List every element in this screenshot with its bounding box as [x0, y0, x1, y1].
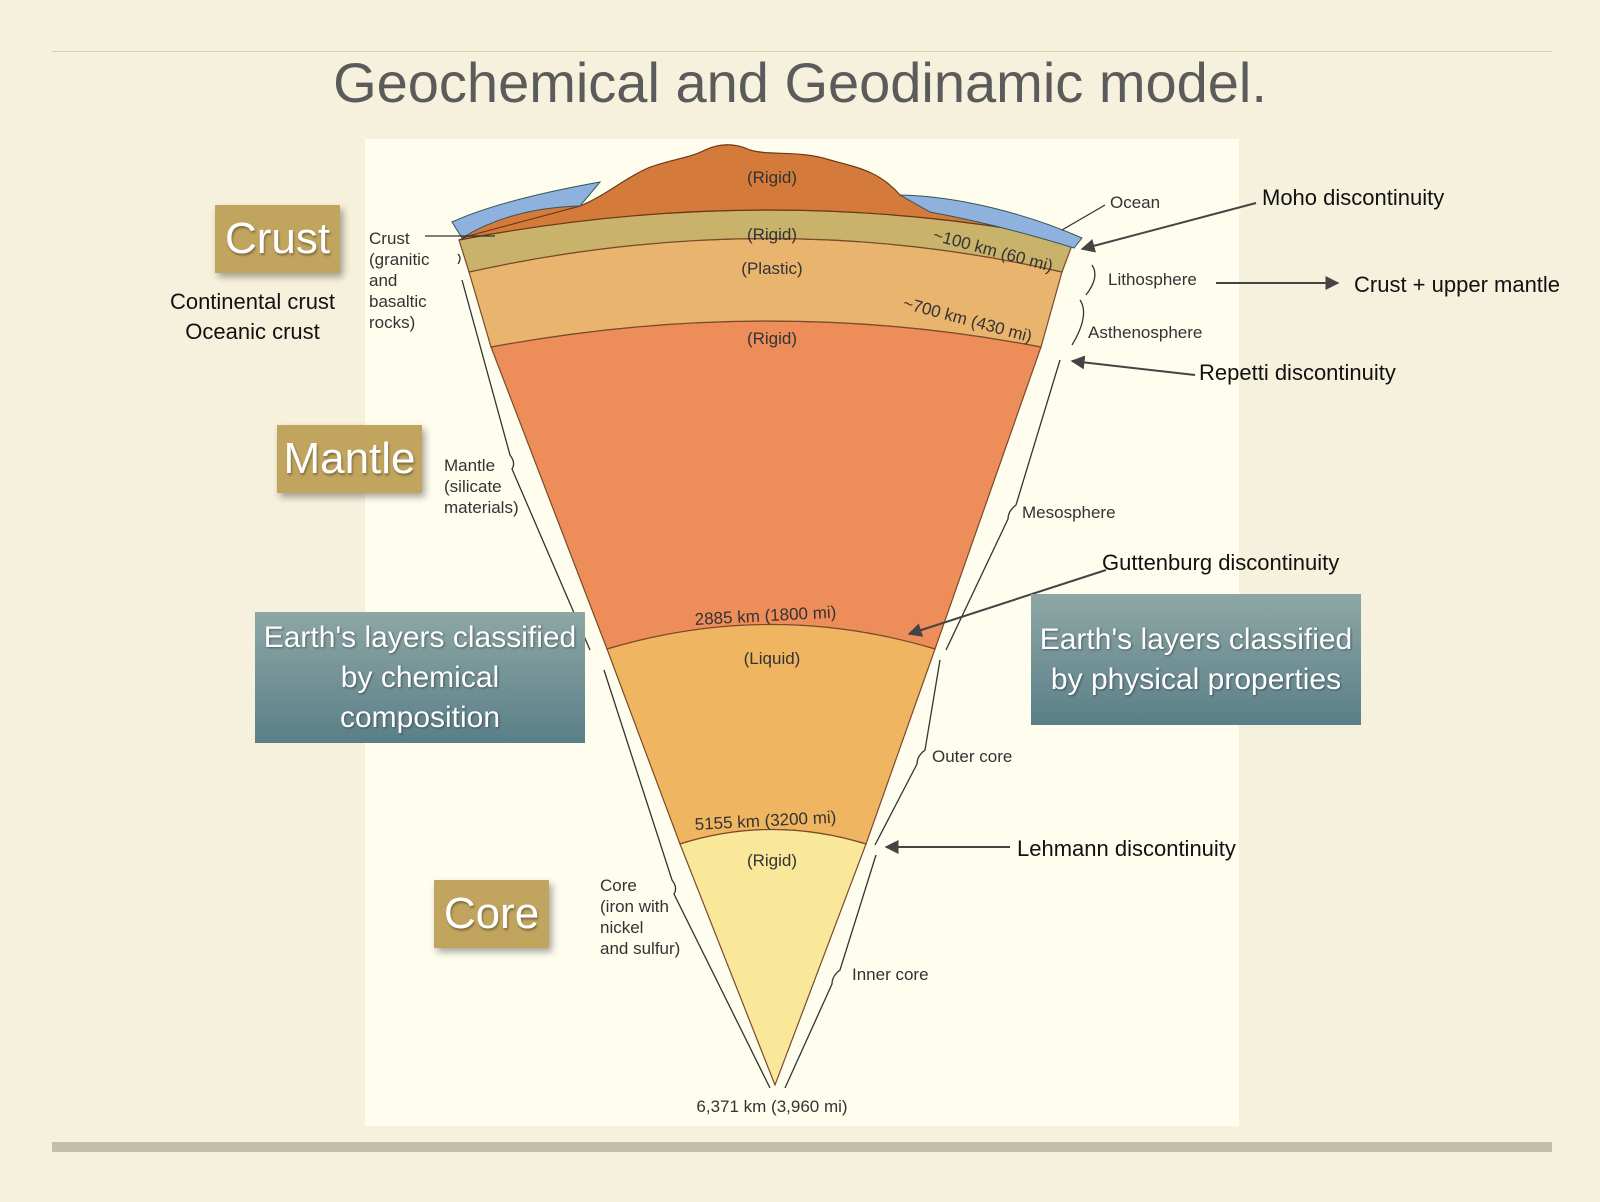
chemical-classification-box: Earth's layers classified by chemical co… [255, 612, 585, 743]
lithosphere-label: Lithosphere [1108, 270, 1197, 289]
lehmann-note: Lehmann discontinuity [1017, 836, 1236, 862]
mesosphere-layer [491, 321, 1041, 649]
plastic-label: (Plastic) [741, 259, 802, 278]
moho-arrow [1082, 203, 1256, 249]
mantle-composition-label: Mantle (silicate materials) [444, 456, 519, 517]
rigid-label-lithosphere: (Rigid) [747, 225, 797, 244]
rigid-label-mesosphere: (Rigid) [747, 329, 797, 348]
asthenosphere-label: Asthenosphere [1088, 323, 1202, 342]
repetti-note: Repetti discontinuity [1199, 360, 1396, 386]
crust-box: Crust [215, 205, 340, 273]
core-composition-label: Core (iron with nickel and sulfur) [600, 876, 680, 958]
rigid-label-inner-core: (Rigid) [747, 851, 797, 870]
mantle-box: Mantle [277, 425, 422, 493]
mesosphere-label: Mesosphere [1022, 503, 1116, 522]
repetti-arrow [1072, 361, 1195, 375]
core-box: Core [434, 880, 549, 948]
crust-upper-mantle-note: Crust + upper mantle [1354, 272, 1560, 298]
outer-core-label: Outer core [932, 747, 1012, 766]
rigid-label-crust: (Rigid) [747, 168, 797, 187]
crust-composition-label: Crust (granitic and basaltic rocks) [369, 229, 434, 332]
continental-crust-note: Continental crust [150, 289, 355, 315]
lithosphere-bracket [1086, 265, 1095, 295]
depth-6371-label: 6,371 km (3,960 mi) [696, 1097, 847, 1116]
physical-classification-box: Earth's layers classified by physical pr… [1031, 594, 1361, 725]
oceanic-crust-note: Oceanic crust [150, 319, 355, 345]
moho-note: Moho discontinuity [1262, 185, 1444, 211]
crust-bracket [458, 254, 460, 264]
bottom-rule [52, 1142, 1552, 1152]
guttenburg-note: Guttenburg discontinuity [1102, 550, 1339, 576]
liquid-label: (Liquid) [744, 649, 801, 668]
ocean-label: Ocean [1110, 193, 1160, 212]
asthenosphere-bracket [1072, 300, 1084, 345]
inner-core-label: Inner core [852, 965, 929, 984]
ocean-label-line [1062, 205, 1105, 230]
